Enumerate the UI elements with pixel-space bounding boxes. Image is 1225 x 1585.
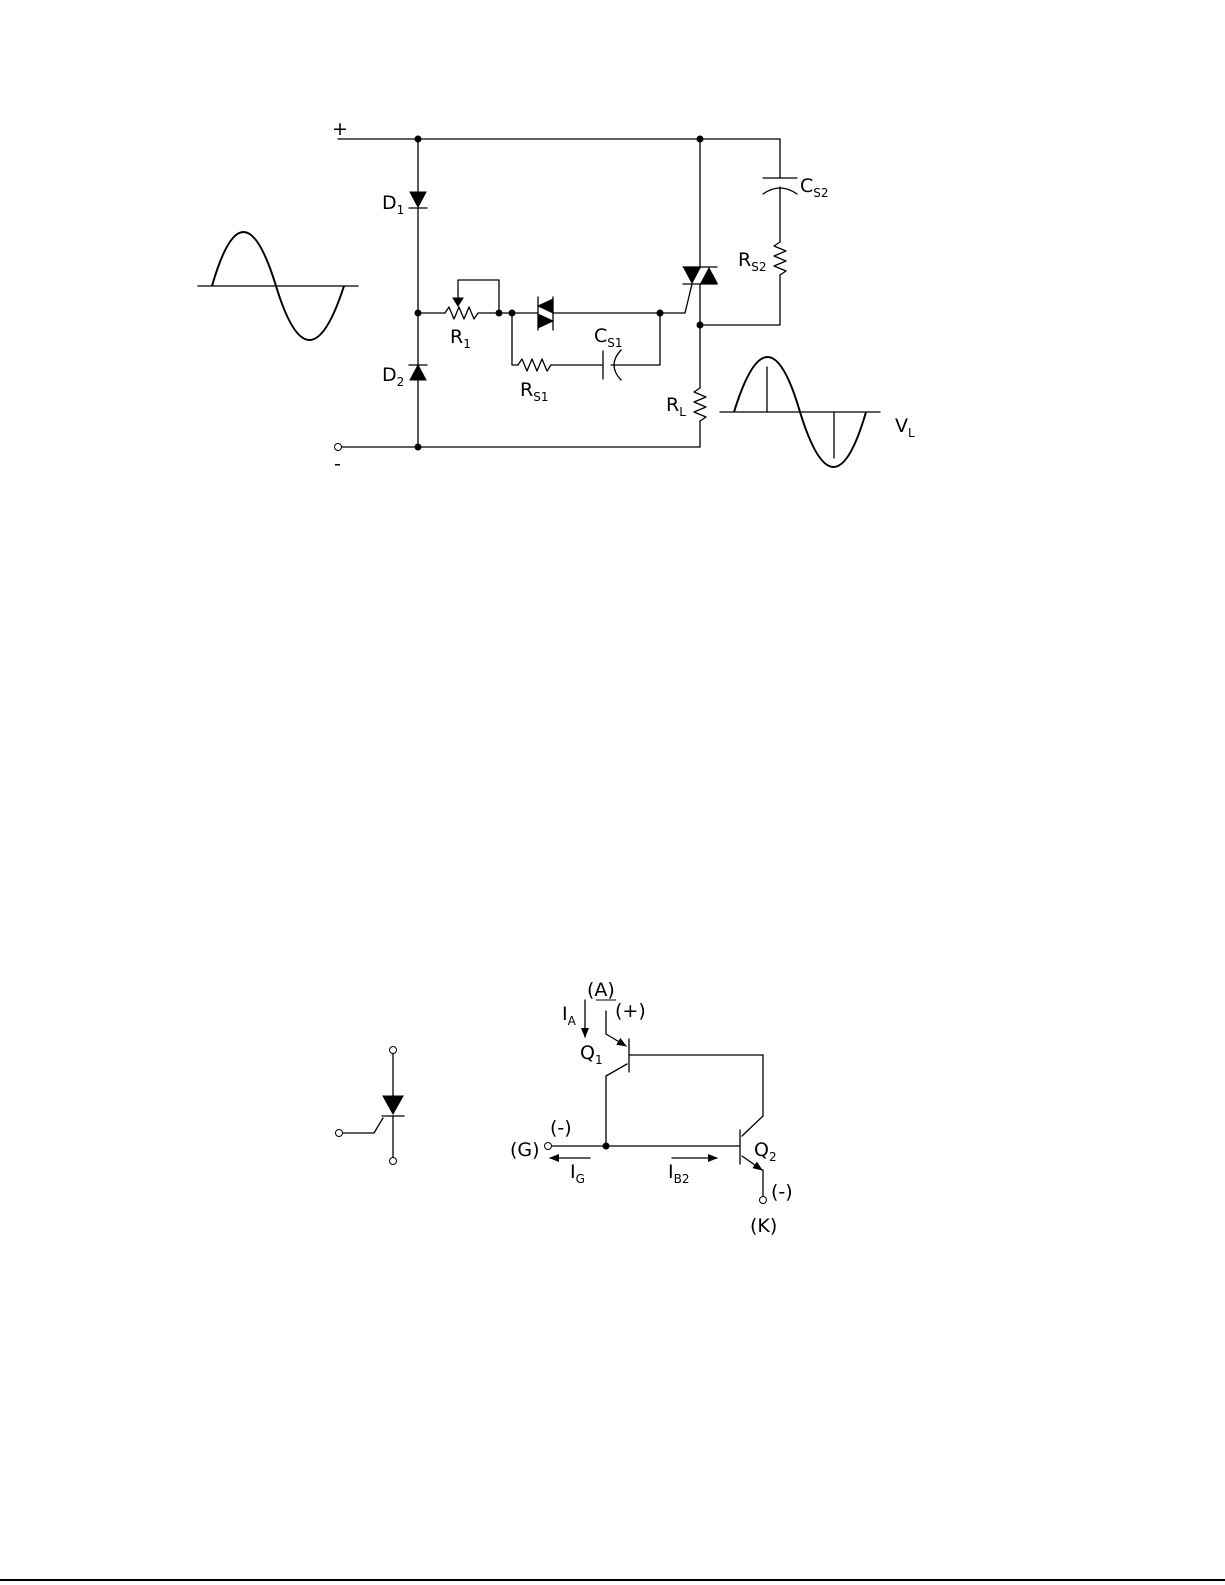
d1-diode-symbol — [410, 192, 426, 207]
q1-pnp-transistor: Q1 — [580, 1011, 763, 1146]
d2-diode-symbol — [410, 365, 426, 380]
triac-symbol — [660, 139, 717, 388]
anode-label: (A) — [587, 979, 615, 1001]
q2-label: Q2 — [754, 1139, 777, 1164]
two-transistor-scr-model: (A) (+) IA Q1 (-) (G) IG — [510, 979, 793, 1237]
wiper-arrow-icon — [453, 298, 463, 306]
d2-label: D2 — [382, 364, 404, 389]
cathode-terminal — [760, 1197, 767, 1204]
ig-label: IG — [570, 1161, 585, 1186]
rs1-label: RS1 — [520, 379, 548, 404]
vl-label: VL — [895, 415, 915, 440]
ia-label: IA — [562, 1003, 577, 1028]
minus-terminal — [335, 444, 342, 451]
plus-terminal-label: + — [332, 118, 348, 140]
diac-symbol — [512, 297, 660, 330]
gate-terminal — [545, 1143, 552, 1150]
q1-label: Q1 — [580, 1042, 603, 1067]
cs1-label: CS1 — [594, 325, 623, 350]
load-voltage-waveform: VL — [720, 357, 915, 467]
rs2-label: RS2 — [738, 249, 766, 274]
r1-label: R1 — [450, 326, 471, 351]
rl-load-resistor: RL — [666, 388, 706, 447]
ib2-label: IB2 — [668, 1161, 689, 1186]
input-sine-waveform — [198, 232, 358, 340]
rl-label: RL — [666, 394, 686, 419]
rs1-cs1-snubber: RS1 CS1 — [512, 313, 660, 404]
cathode-label: (K) — [750, 1215, 777, 1237]
scr-symbol — [336, 1047, 405, 1165]
gate-label: (G) — [510, 1139, 540, 1161]
gate-polarity-label: (-) — [550, 1117, 572, 1139]
minus-terminal-label: - — [334, 453, 341, 475]
cs2-rs2-snubber: CS2 RS2 — [700, 139, 829, 325]
supply-rails: + - — [332, 118, 780, 475]
diode-bridge-branch: D1 D2 — [382, 139, 427, 447]
anode-polarity-label: (+) — [615, 1000, 646, 1022]
gate-junction-dot — [603, 1143, 610, 1150]
d1-label: D1 — [382, 192, 404, 217]
cathode-polarity-label: (-) — [771, 1181, 793, 1203]
triac-phase-control-circuit: + - D1 D2 R1 — [198, 118, 915, 475]
cs2-label: CS2 — [800, 175, 829, 200]
